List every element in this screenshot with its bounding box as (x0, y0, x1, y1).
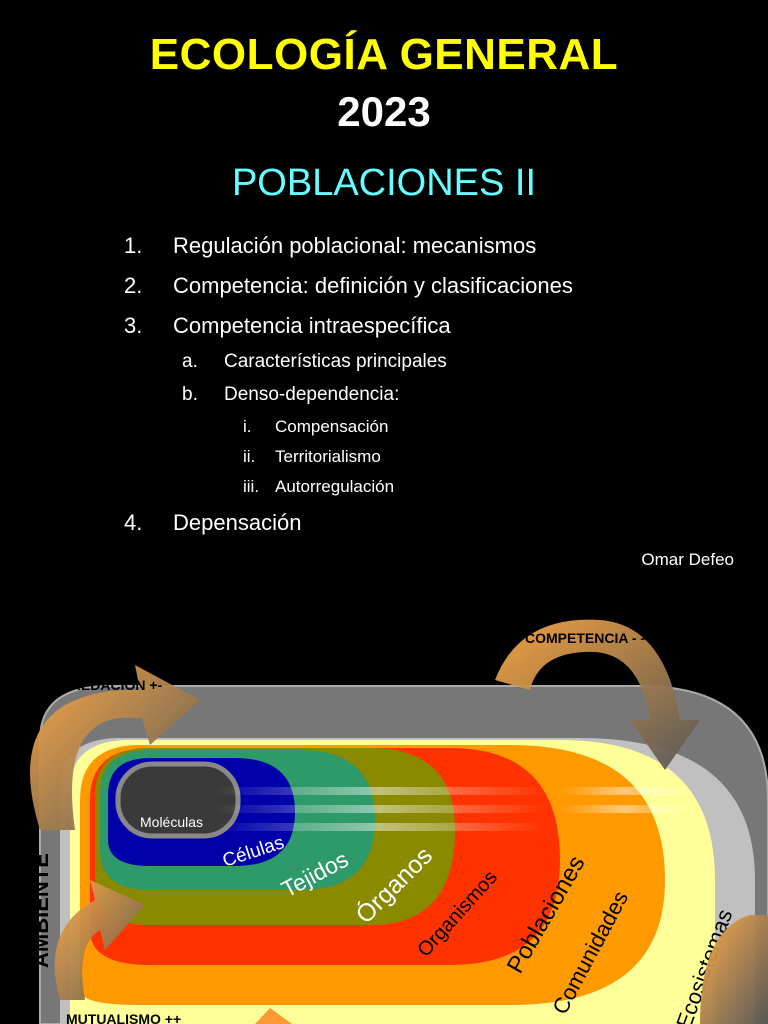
depredacion-arrow (30, 665, 200, 830)
item-number: 4. (124, 510, 143, 535)
outline-subsubitem: Autorregulación (275, 477, 395, 496)
item-number: 1. (124, 233, 143, 258)
right-bottom-arrow (700, 915, 768, 1024)
subtitle: POBLACIONES II (231, 162, 537, 204)
label-ambiente: AMBIENTE (28, 853, 53, 968)
competencia-arrow (495, 619, 700, 770)
outline-subitem: Denso-dependencia: (224, 384, 400, 405)
subsubitem-numeral: ii. (243, 447, 256, 466)
subitem-letter: b. (182, 384, 198, 405)
author-name: Omar Defeo (641, 550, 734, 569)
outline-subitem: Características principales (224, 351, 447, 372)
label-depredacion: DEPREDACIÓN +- (42, 676, 163, 693)
mutualismo-arrow (54, 880, 145, 1000)
item-number: 2. (124, 273, 143, 298)
year-heading: 2023 (337, 88, 431, 135)
page-title: ECOLOGÍA GENERAL (149, 30, 619, 79)
connector-bars (215, 787, 690, 831)
bottom-center-arrow (255, 1008, 292, 1024)
label-moleculas: Moléculas (140, 814, 203, 830)
subsubitem-numeral: iii. (243, 477, 260, 496)
outline-subsubitem: Compensación (275, 417, 389, 436)
subsubitem-numeral: i. (243, 417, 252, 436)
level-moleculas (115, 761, 241, 839)
item-number: 3. (124, 313, 143, 338)
outline-item: Competencia: definición y clasificacione… (173, 273, 573, 298)
outline-item: Regulación poblacional: mecanismos (173, 233, 537, 258)
outline-subsubitem: Territorialismo (275, 447, 381, 466)
outline-item: Competencia intraespecífica (173, 313, 451, 338)
label-mutualismo: MUTUALISMO ++ (66, 1011, 181, 1024)
outline-item: Depensación (173, 510, 302, 535)
subitem-letter: a. (182, 351, 198, 372)
label-competencia: COMPETENCIA - - (525, 630, 645, 646)
